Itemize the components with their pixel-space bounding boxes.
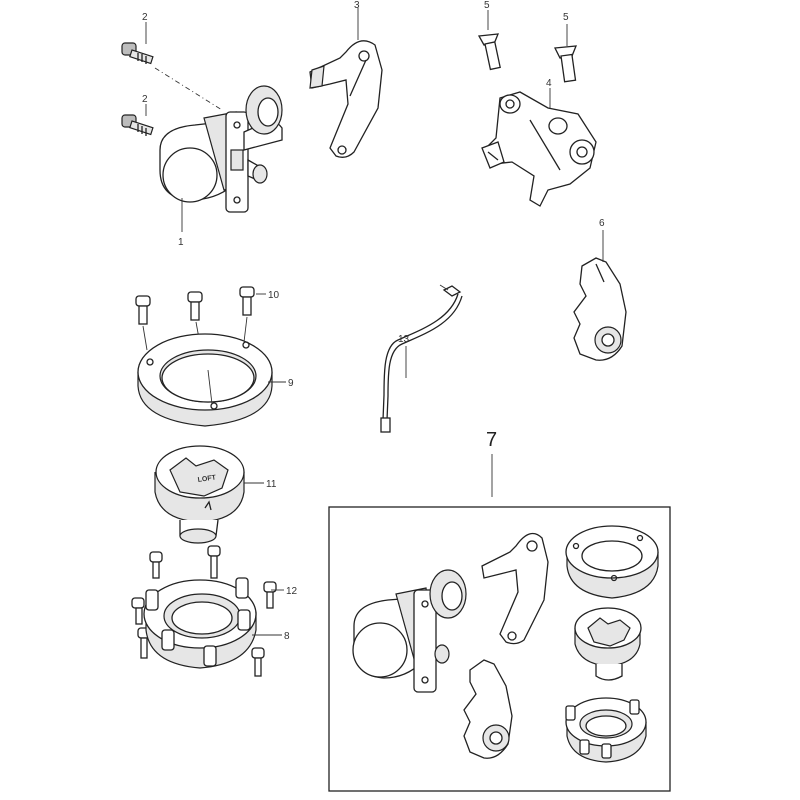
screw-part-10-middle (187, 291, 203, 321)
callout-6: 6 (599, 218, 605, 229)
screw-part-10-right (239, 286, 255, 316)
callout-1: 1 (178, 237, 184, 248)
callout-2-bottom: 2 (142, 94, 148, 105)
callout-10: 10 (268, 290, 280, 301)
screw-part-12-set (131, 545, 277, 677)
pin-part-5-left (477, 33, 501, 71)
kit-lock-lever (481, 532, 549, 645)
screw-part-2-top (121, 42, 154, 65)
ignition-knob-part-11: LOFT (154, 445, 245, 544)
kit-latch (463, 659, 513, 759)
assembly-axis-line (154, 67, 223, 111)
callout-13: 13 (398, 334, 410, 345)
kit-part-7-frame (328, 506, 671, 792)
knob-lettering: LOFT (197, 474, 217, 484)
callout-12: 12 (286, 586, 298, 597)
callout-5-left: 5 (484, 0, 490, 11)
callout-4: 4 (546, 78, 552, 89)
latch-part-6 (573, 257, 627, 361)
kit-ignition-switch (352, 569, 467, 693)
bezel-ring-part-9 (137, 333, 273, 427)
callout-5-right: 5 (563, 12, 569, 23)
kit-base-plate (565, 697, 647, 763)
screw-part-10-left (135, 295, 151, 325)
base-plate-part-8 (143, 577, 257, 669)
callout-11: 11 (266, 479, 277, 490)
lock-lever-part-3 (309, 40, 383, 158)
bracket-part-4 (481, 91, 597, 207)
kit-bezel-ring (565, 525, 659, 599)
kit-ignition-knob (574, 607, 642, 681)
ignition-switch-part-1 (159, 85, 283, 213)
callout-8: 8 (284, 631, 290, 642)
callout-9: 9 (288, 378, 294, 389)
pin-part-5-right (553, 45, 577, 83)
callout-2-top: 2 (142, 12, 148, 23)
callout-7-kit: 7 (486, 429, 497, 451)
screw-part-2-bottom (121, 114, 154, 136)
callout-3: 3 (354, 0, 360, 11)
cable-part-13 (380, 284, 463, 433)
